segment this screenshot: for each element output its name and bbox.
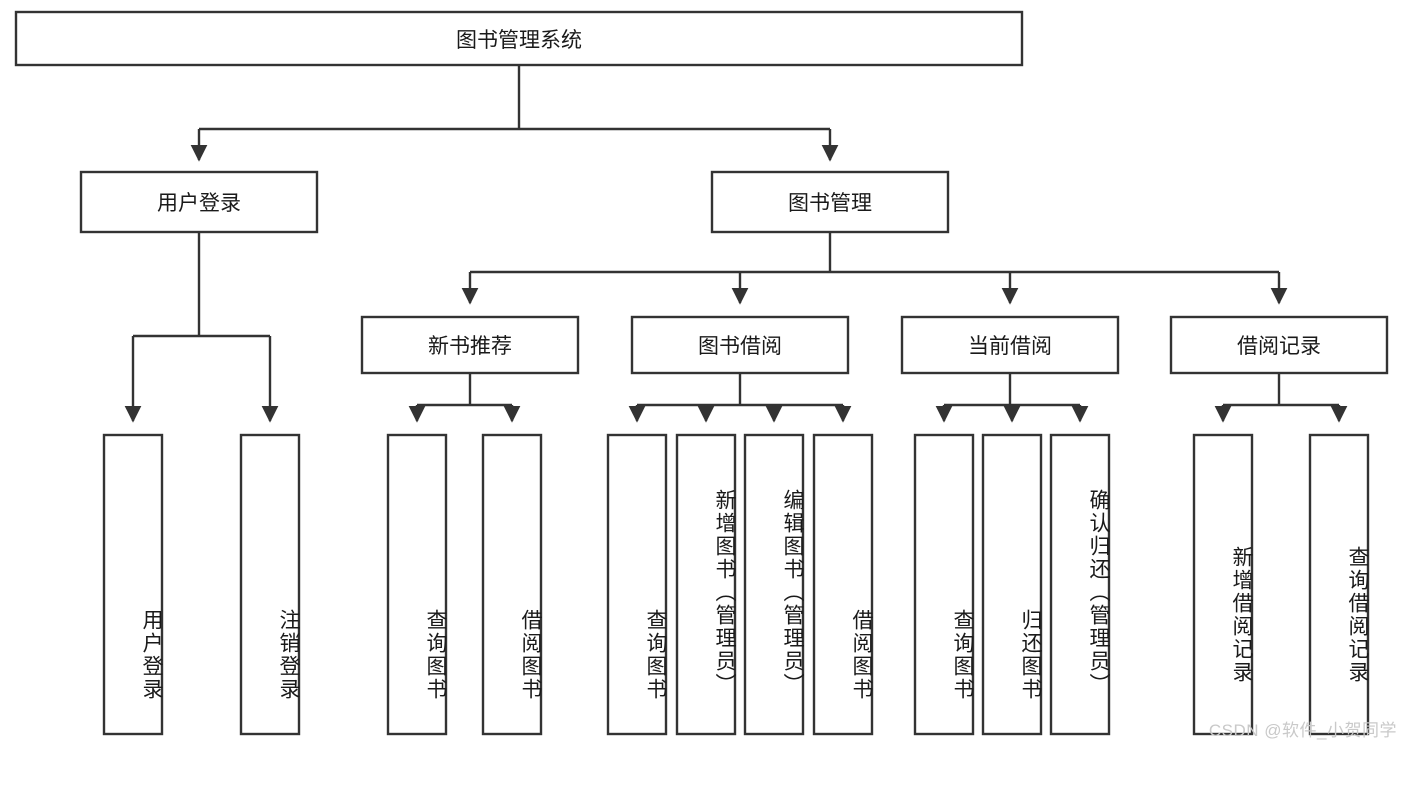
node-box-leaf-query-book-3[interactable] xyxy=(913,433,975,736)
watermark-text: CSDN @软件_小贺同学 xyxy=(1208,721,1397,740)
node-box-leaf-borrow-book-2[interactable] xyxy=(812,433,874,736)
node-box-new-book-recommend[interactable] xyxy=(360,315,580,375)
node-box-borrow-record[interactable] xyxy=(1169,315,1389,375)
node-box-leaf-return-book[interactable] xyxy=(981,433,1043,736)
org-chart-svg xyxy=(14,10,1389,736)
connector-group-current-borrow xyxy=(935,373,1089,423)
node-box-current-borrow[interactable] xyxy=(900,315,1120,375)
node-box-book-manage[interactable] xyxy=(710,170,950,234)
node-box-user-login[interactable] xyxy=(79,170,319,234)
node-box-leaf-confirm-return[interactable] xyxy=(1049,433,1111,736)
node-box-leaf-user-login[interactable] xyxy=(102,433,164,736)
node-box-leaf-query-record[interactable] xyxy=(1308,433,1370,736)
connector-group-book-manage xyxy=(461,232,1288,305)
node-box-book-borrow[interactable] xyxy=(630,315,850,375)
connector-group-new-book-recommend xyxy=(408,373,521,423)
connector-group-root xyxy=(190,65,839,162)
node-box-leaf-query-book-2[interactable] xyxy=(606,433,668,736)
node-box-root[interactable] xyxy=(14,10,1024,67)
connector-group-book-borrow xyxy=(628,373,852,423)
node-box-leaf-user-logout[interactable] xyxy=(239,433,301,736)
node-box-leaf-add-record[interactable] xyxy=(1192,433,1254,736)
connector-group-user-login xyxy=(124,232,279,423)
node-box-leaf-query-book-1[interactable] xyxy=(386,433,448,736)
node-box-leaf-add-book[interactable] xyxy=(675,433,737,736)
connector-group-borrow-record xyxy=(1214,373,1348,423)
node-box-leaf-edit-book[interactable] xyxy=(743,433,805,736)
node-box-leaf-borrow-book-1[interactable] xyxy=(481,433,543,736)
